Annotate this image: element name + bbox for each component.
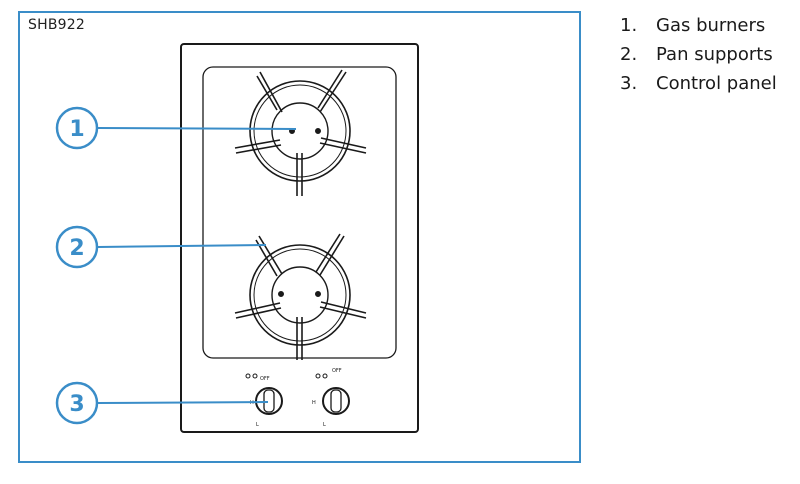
callout-leader-2 xyxy=(97,244,267,248)
pan-support-2 xyxy=(234,233,367,360)
legend-label: Gas burners xyxy=(656,15,766,36)
knob-mark-high: H xyxy=(312,400,316,406)
diagram-border xyxy=(18,11,581,463)
callout-number-1: 1 xyxy=(69,117,84,142)
hob-outline xyxy=(180,43,419,433)
legend-number: 1. xyxy=(620,15,638,36)
legend-label: Control panel xyxy=(656,73,777,94)
knob-mark-off: OFF xyxy=(332,368,342,374)
knob-indicator-dot xyxy=(322,373,328,379)
burner-area-outline xyxy=(202,66,397,359)
control-knob-1: OFF H L xyxy=(245,373,283,428)
pan-support-1 xyxy=(234,69,367,196)
legend-number: 2. xyxy=(620,44,638,65)
knob-mark-low: L xyxy=(323,422,326,428)
parts-legend: 1. Gas burners 2. Pan supports 3. Contro… xyxy=(620,11,777,98)
control-panel: OFF H L OFF H L xyxy=(245,368,350,428)
callout-number-2: 2 xyxy=(69,236,84,261)
callout-leader-1 xyxy=(97,127,297,130)
model-label: SHB922 xyxy=(28,17,85,33)
knob-indicator-dot xyxy=(245,373,251,379)
legend-number: 3. xyxy=(620,73,638,94)
knob-indicator-dot xyxy=(315,373,321,379)
legend-item-control-panel: 3. Control panel xyxy=(620,69,777,98)
callout-number-3: 3 xyxy=(69,392,84,417)
legend-item-gas-burners: 1. Gas burners xyxy=(620,11,777,40)
legend-item-pan-supports: 2. Pan supports xyxy=(620,40,777,69)
knob-mark-off: OFF xyxy=(260,376,270,382)
callout-2: 2 xyxy=(55,225,99,269)
control-knob-2: OFF H L xyxy=(312,368,350,428)
callout-leader-3 xyxy=(97,401,269,404)
callout-leaders xyxy=(97,127,297,404)
gas-burner-2 xyxy=(234,233,367,360)
knob-indicator-dot xyxy=(252,373,258,379)
knob-mark-low: L xyxy=(256,422,259,428)
callout-1: 1 xyxy=(55,106,99,150)
gas-burner-1 xyxy=(234,69,367,196)
legend-label: Pan supports xyxy=(656,44,773,65)
hob-appliance: OFF H L OFF H L xyxy=(180,43,419,433)
callout-3: 3 xyxy=(55,381,99,425)
